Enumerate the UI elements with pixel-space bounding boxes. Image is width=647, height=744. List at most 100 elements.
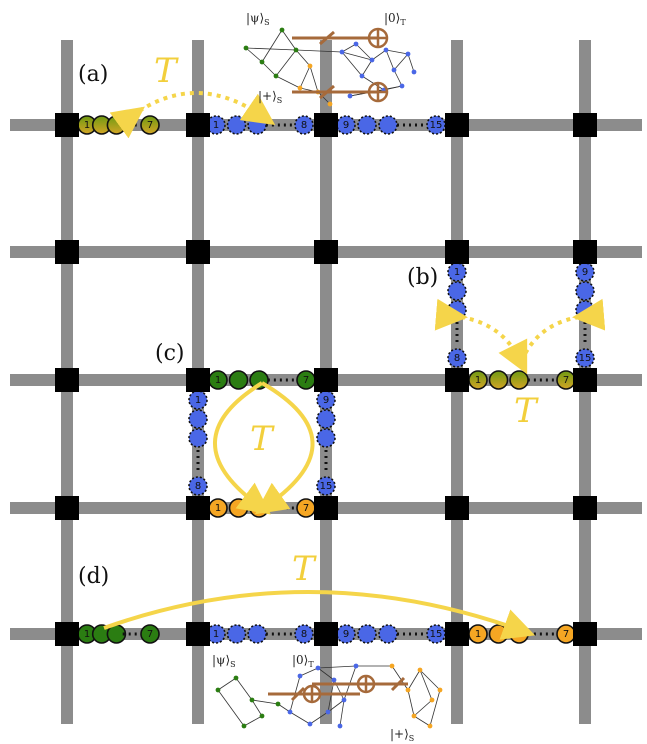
lattice-node — [314, 368, 338, 392]
panel-label-b: (b) — [407, 265, 438, 290]
qubit: 1 — [208, 498, 228, 518]
bottom-circuit-inset: |ψ⟩S |0⟩T |+⟩S — [212, 653, 443, 743]
qubit: 15 — [575, 348, 595, 368]
qubit: 8 — [294, 624, 314, 644]
lattice-node — [55, 622, 79, 646]
lattice-node — [573, 368, 597, 392]
teleport-label-a: T — [154, 51, 179, 91]
qubit: 15 — [316, 476, 336, 496]
cnot-target-icon — [356, 674, 376, 694]
qubit-label: 9 — [343, 120, 349, 131]
lattice-node — [186, 113, 210, 137]
lattice-node — [573, 240, 597, 264]
arrow-b-right — [520, 298, 606, 361]
qubit: 7 — [140, 115, 160, 135]
qubit — [509, 370, 529, 390]
qubit — [488, 624, 509, 644]
qubit-label: 8 — [301, 120, 307, 131]
cnot-target-icon — [367, 81, 389, 103]
qubit-label: 9 — [343, 629, 349, 640]
qubit-label: 15 — [320, 481, 333, 492]
lattice-node — [573, 622, 597, 646]
teleport-label-c: T — [250, 419, 275, 459]
ket-plus-top: |+⟩S — [258, 89, 282, 105]
qubit: 9 — [316, 390, 336, 410]
cnot-target-icon — [302, 684, 322, 704]
qubit-label: 8 — [301, 629, 307, 640]
lattice-node — [573, 496, 597, 520]
arrow-c-left — [213, 381, 271, 515]
teleport-arrows — [103, 91, 606, 640]
qubit-label: 8 — [195, 481, 201, 492]
panel-label-d: (d) — [78, 564, 109, 589]
qubit-label: 1 — [213, 120, 219, 131]
qubit: 15 — [426, 624, 446, 644]
qubit-label: 9 — [323, 395, 329, 406]
qubit-label: 15 — [579, 353, 592, 364]
qubit-label: 7 — [563, 375, 569, 386]
qubit-label: 1 — [195, 395, 201, 406]
cnot-target-icon — [367, 27, 389, 49]
qubit: 8 — [294, 115, 314, 135]
qubit — [226, 624, 247, 644]
qubit-label: 7 — [563, 629, 569, 640]
qubit — [226, 115, 247, 135]
qubit — [188, 428, 208, 448]
qubit-label: 7 — [303, 375, 309, 386]
qubit-label: 1 — [84, 120, 90, 131]
ket-psi-top: |ψ⟩S — [246, 11, 270, 27]
qubit-label: 9 — [582, 267, 588, 278]
qubit: 15 — [426, 115, 446, 135]
qubit — [316, 409, 336, 429]
qubit-label: 15 — [430, 629, 443, 640]
arrow-c-right — [254, 381, 315, 515]
lattice-node — [314, 113, 338, 137]
qubit: 7 — [556, 624, 576, 644]
qubit: 9 — [336, 115, 356, 135]
lattice-node — [55, 113, 79, 137]
qubit — [188, 409, 208, 429]
ket-zero-bottom: |0⟩T — [292, 653, 314, 669]
lattice-node — [445, 240, 469, 264]
arrow-b-left — [434, 298, 528, 375]
panel-label-c: (c) — [155, 341, 185, 366]
qubit: 1 — [188, 390, 208, 410]
lattice-node — [573, 113, 597, 137]
qubit: 8 — [188, 476, 208, 496]
qubit-label: 1 — [213, 629, 219, 640]
lattice-node — [186, 368, 210, 392]
lattice-node — [55, 240, 79, 264]
qubit: 9 — [336, 624, 356, 644]
lattice-node — [186, 622, 210, 646]
qubit-label: 7 — [147, 120, 153, 131]
qubit — [247, 115, 267, 135]
lattice-node — [186, 496, 210, 520]
lattice-node — [55, 496, 79, 520]
qubit: 7 — [296, 370, 316, 390]
qubit: 9 — [575, 262, 595, 282]
qubit-label: 15 — [430, 120, 443, 131]
panel-label-a: (a) — [78, 62, 108, 87]
lattice-node — [314, 622, 338, 646]
qubit-label: 1 — [84, 629, 90, 640]
qubit — [447, 281, 467, 301]
lattice-node — [445, 496, 469, 520]
qubit: 1 — [468, 370, 488, 390]
ket-psi-bottom: |ψ⟩S — [212, 653, 236, 669]
lattice-node — [55, 368, 79, 392]
qubit — [316, 428, 336, 448]
lattice-node — [445, 113, 469, 137]
qubit — [378, 624, 398, 644]
arrow-d — [103, 590, 536, 640]
lattice-node — [445, 622, 469, 646]
top-circuit-inset: |ψ⟩S |0⟩T |+⟩S — [243, 11, 417, 107]
qubit-label: 8 — [454, 353, 460, 364]
qubit — [228, 370, 249, 390]
qubit — [488, 370, 509, 390]
teleport-label-d: T — [292, 549, 317, 589]
qubit — [228, 498, 249, 518]
lattice-node — [445, 368, 469, 392]
qubit: 1 — [468, 624, 488, 644]
lattice-node — [314, 496, 338, 520]
qubit-label: 1 — [215, 375, 221, 386]
